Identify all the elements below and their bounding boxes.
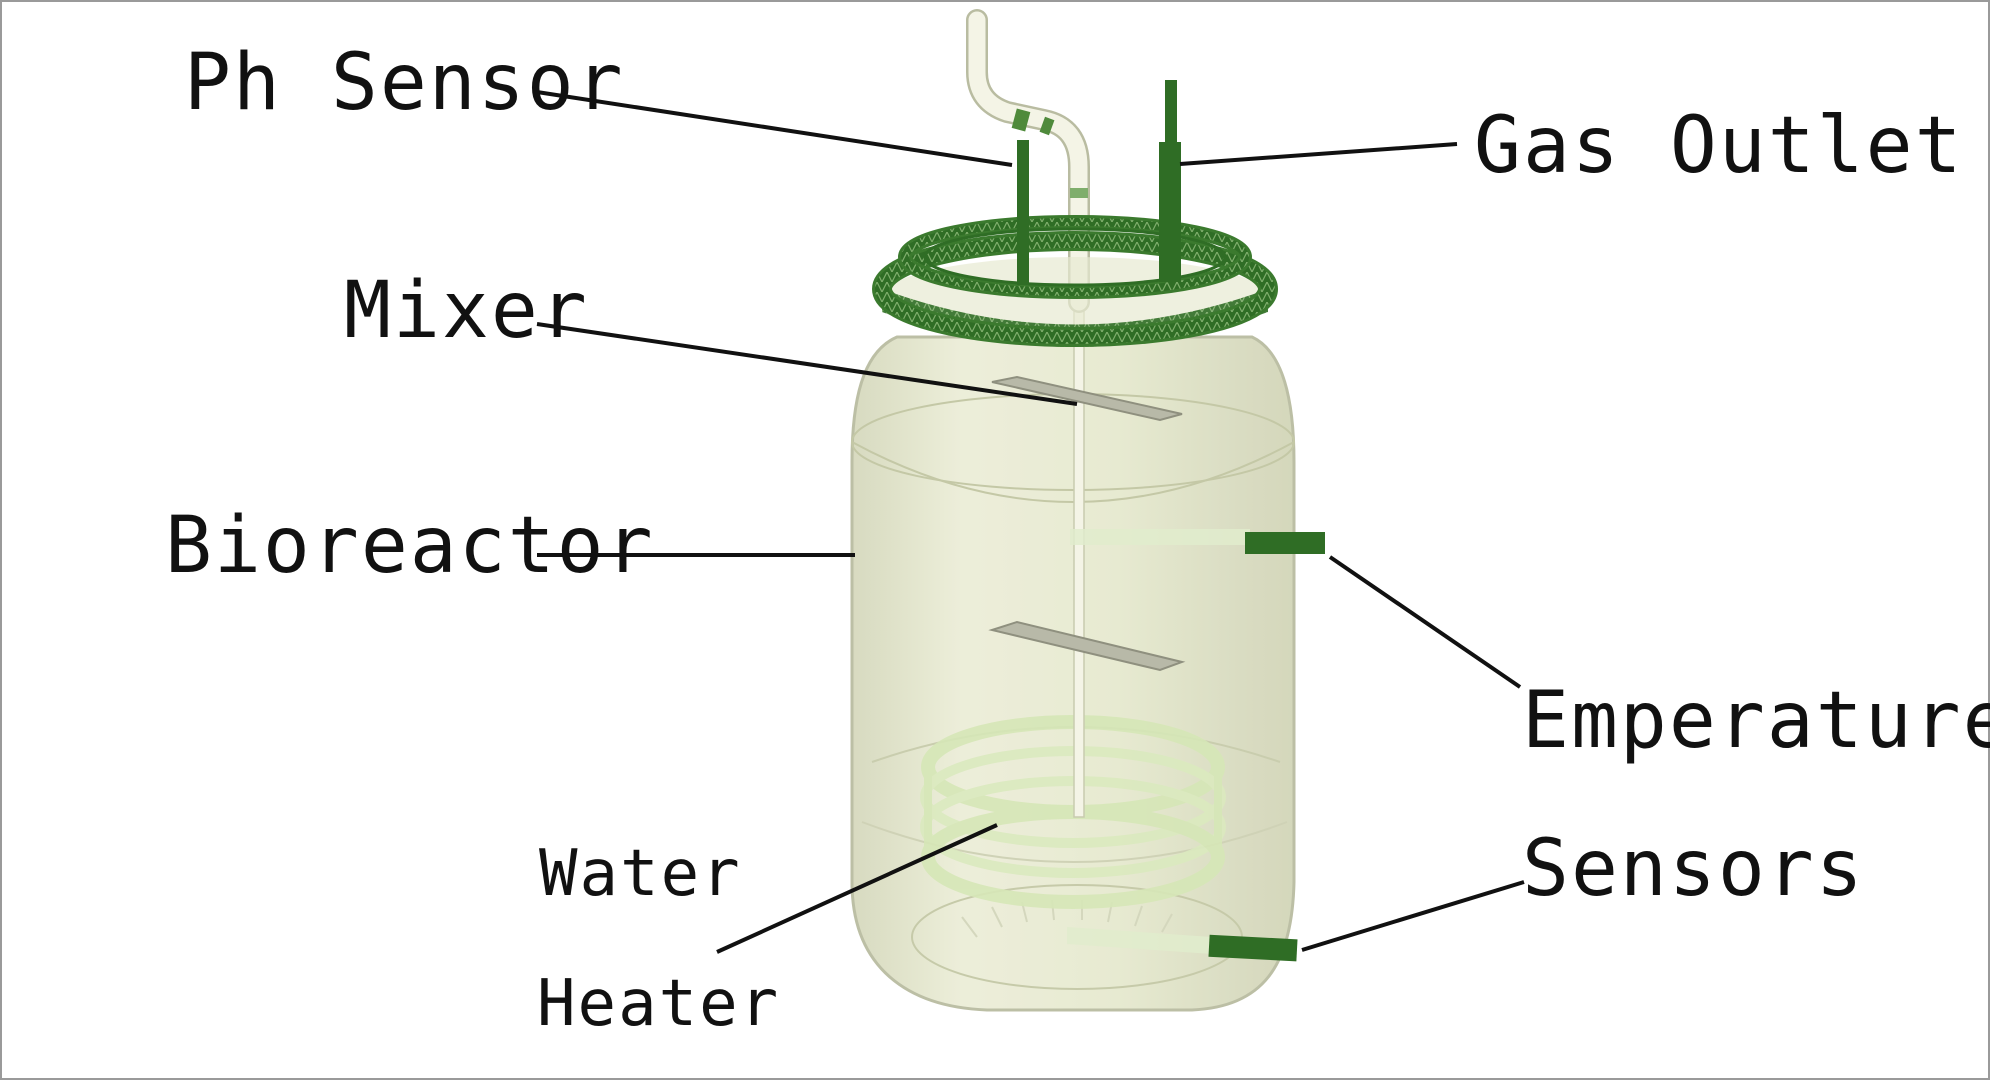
- label-sensors: Sensors: [1522, 824, 1865, 914]
- leader-ph-sensor: [536, 90, 1013, 167]
- leader-mixer: [536, 322, 1078, 406]
- leader-lines: [536, 90, 1525, 954]
- label-heater: Heater: [537, 967, 780, 1041]
- label-gas-outlet: Gas Outlet: [1474, 101, 1964, 191]
- leader-emperaturer: [1328, 555, 1522, 689]
- label-ph-sensor: Ph Sensor: [184, 38, 625, 128]
- label-mixer: Mixer: [344, 266, 589, 356]
- temperature-probe: [1070, 529, 1325, 554]
- jar-body: [850, 335, 1296, 1012]
- lower-sensor-probe: [1067, 927, 1298, 962]
- label-bioreactor: Bioreactor: [165, 501, 655, 591]
- water-heater-coil: [920, 715, 1226, 909]
- ph-sensor-probe: [1017, 140, 1029, 285]
- label-emperaturer: Emperaturer: [1522, 676, 1990, 766]
- mixer-blade-lower: [988, 620, 1186, 672]
- leader-water-heater: [716, 823, 998, 954]
- leader-sensors: [1301, 880, 1525, 952]
- leader-gas-outlet: [1179, 142, 1458, 166]
- label-water: Water: [539, 837, 742, 911]
- mixer-blade-upper: [991, 375, 1183, 422]
- jar-lid: [872, 215, 1278, 347]
- gas-outlet-pipe: [1159, 80, 1181, 282]
